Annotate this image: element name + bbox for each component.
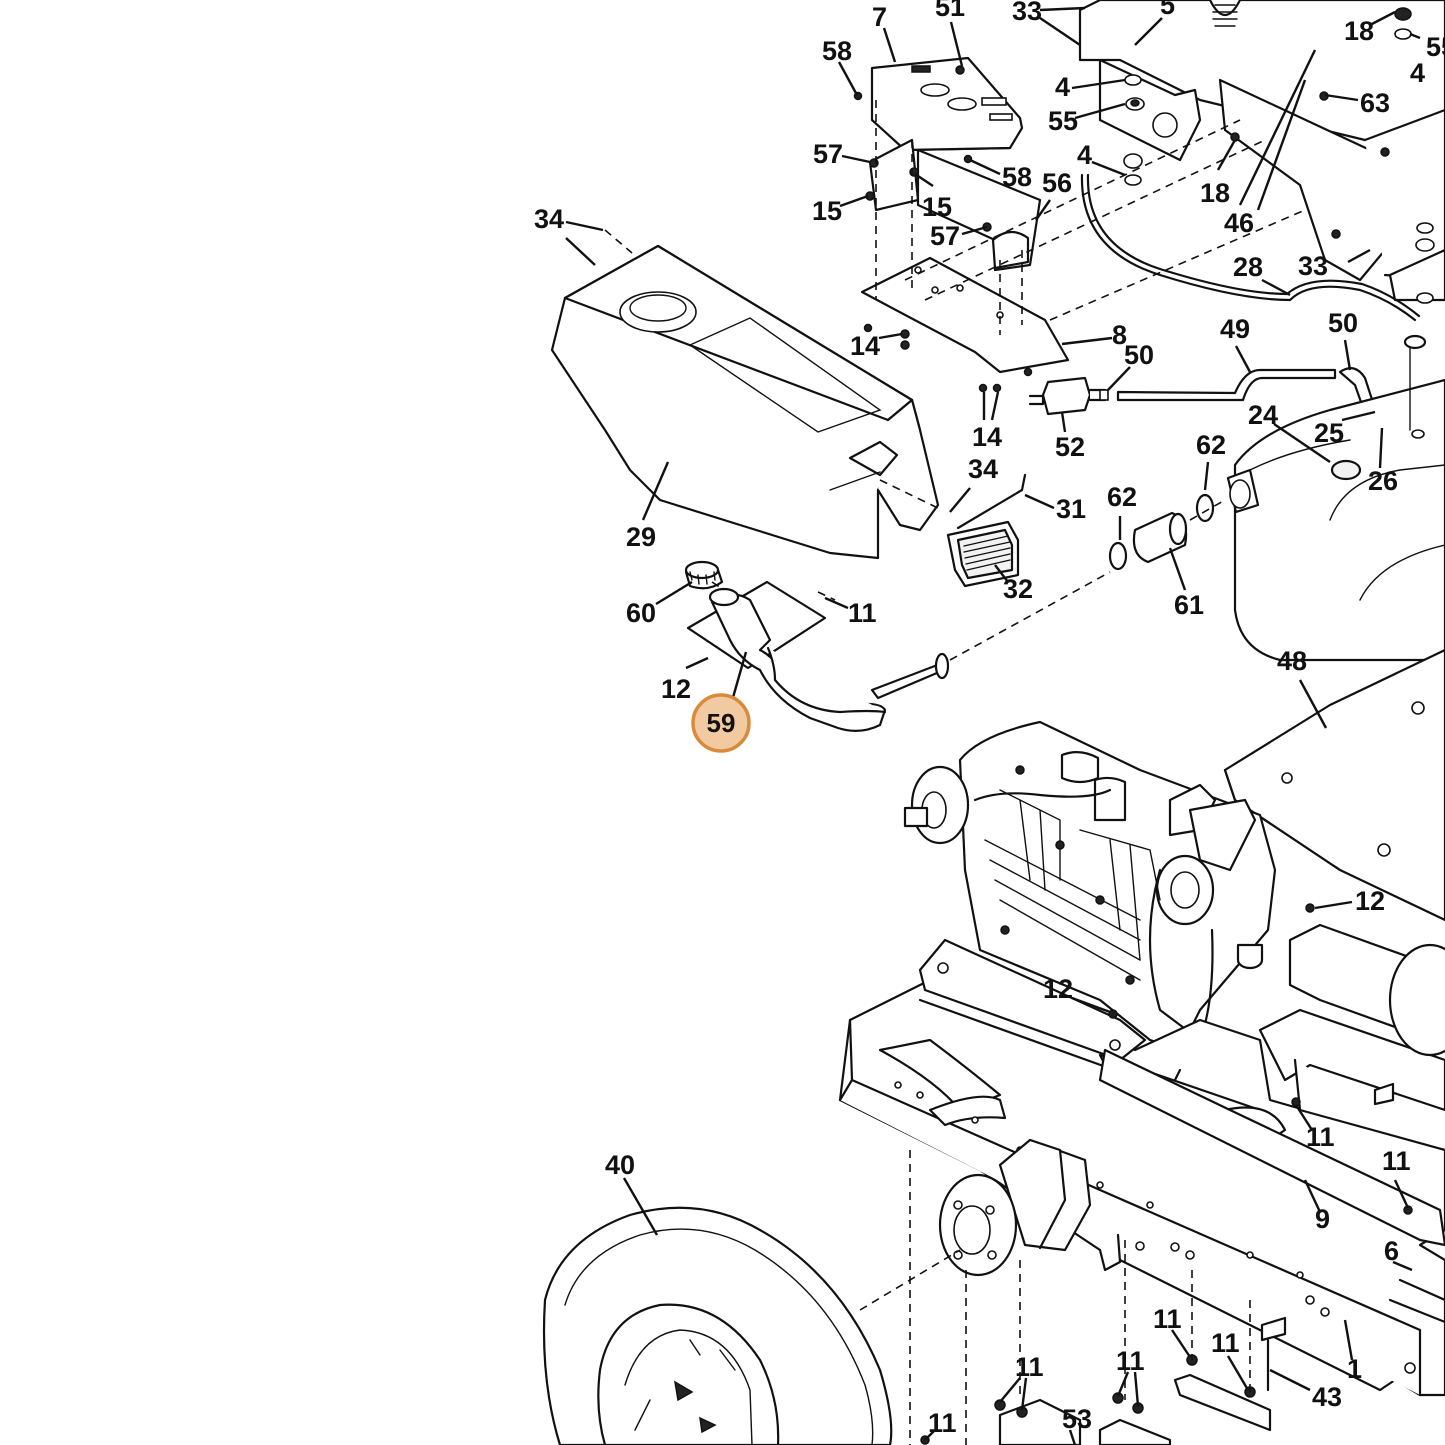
callout-49: 49 [1220, 314, 1250, 344]
callout-57: 57 [930, 221, 960, 251]
callout-labels: 7 51 33 5 18 55 4 58 4 55 63 57 58 4 18 … [534, 0, 1445, 1438]
callout-34: 34 [968, 454, 998, 484]
callout-14: 14 [972, 422, 1002, 452]
callout-8: 8 [1112, 320, 1127, 350]
callout-62: 62 [1196, 430, 1226, 460]
callout-12: 12 [1043, 974, 1073, 1004]
callout-31: 31 [1056, 494, 1086, 524]
callout-11: 11 [1211, 1328, 1240, 1358]
callout-11: 11 [848, 598, 877, 628]
callout-52: 52 [1055, 432, 1085, 462]
callout-58: 58 [1002, 162, 1032, 192]
part-61-hose [1132, 511, 1188, 564]
callout-55: 55 [1048, 106, 1078, 136]
callout-4: 4 [1410, 58, 1425, 88]
callout-6: 6 [1384, 1236, 1399, 1266]
hardware-bottom [920, 1316, 1287, 1445]
callout-9: 9 [1315, 1204, 1330, 1234]
part-engine [903, 720, 1277, 1052]
part-62-clamps [1108, 493, 1215, 571]
callout-15: 15 [812, 196, 842, 226]
callout-12: 12 [1355, 886, 1385, 916]
part-57-bracket [868, 138, 1042, 272]
highlight-circle[interactable] [691, 693, 751, 753]
callout-33: 33 [1012, 0, 1042, 26]
callout-46: 46 [1224, 208, 1254, 238]
part-31-rod [956, 473, 1027, 530]
callout-60: 60 [626, 598, 656, 628]
callout-29: 29 [626, 522, 656, 552]
part-32-grille [946, 520, 1020, 588]
callout-11: 11 [1382, 1146, 1411, 1176]
callout-26: 26 [1368, 466, 1398, 496]
callout-40: 40 [605, 1150, 635, 1180]
callout-11: 11 [1153, 1304, 1182, 1334]
assembly-lines-bottom [859, 1150, 1251, 1445]
callout-63: 63 [1360, 88, 1390, 118]
callout-62: 62 [1107, 482, 1137, 512]
callout-59-highlighted[interactable]: 59 [691, 693, 751, 753]
part-wheel-motor [938, 1138, 1092, 1277]
callout-11: 11 [928, 1408, 957, 1438]
callout-11: 11 [1116, 1346, 1145, 1376]
callout-50: 50 [1124, 340, 1154, 370]
callout-18: 18 [1344, 16, 1374, 46]
callout-18: 18 [1200, 178, 1230, 208]
callout-1: 1 [1347, 1354, 1362, 1384]
leader-lines [565, 6, 1421, 1445]
callout-61: 61 [1174, 590, 1204, 620]
part-48-plate [1223, 648, 1445, 922]
part-8-mount-plate [860, 256, 1070, 374]
callout-7: 7 [872, 2, 887, 32]
callout-34: 34 [534, 204, 564, 234]
part-52-fuel-filter [1028, 376, 1107, 416]
assembly-lines-middle [711, 479, 1226, 661]
callout-25: 25 [1314, 418, 1344, 448]
callout-33: 33 [1298, 251, 1328, 281]
callout-11: 11 [1306, 1122, 1335, 1152]
callout-4: 4 [1077, 140, 1092, 170]
callout-55: 55 [1426, 32, 1445, 62]
part-40-wheel [542, 1206, 893, 1445]
part-9-mount-rail [918, 903, 1445, 1247]
callout-24: 24 [1248, 400, 1278, 430]
part-49-fuel-line [1116, 368, 1337, 402]
callout-14: 14 [850, 331, 880, 361]
callout-15: 15 [922, 192, 952, 222]
part-59-filler-neck [686, 580, 950, 732]
part-28-fuel-line [1080, 173, 1421, 322]
part-29-console [550, 244, 940, 560]
callout-28: 28 [1233, 252, 1263, 282]
callout-51: 51 [935, 0, 965, 22]
assembly-lines-top [604, 100, 1306, 335]
callout-57: 57 [813, 139, 843, 169]
part-fuel-tank [1226, 334, 1445, 662]
part-7-control-panel [870, 56, 1024, 152]
callout-56: 56 [1042, 168, 1072, 198]
callout-43: 43 [1312, 1382, 1342, 1412]
callout-11: 11 [1015, 1352, 1044, 1382]
callout-58: 58 [822, 36, 852, 66]
callout-12: 12 [661, 674, 691, 704]
callout-48: 48 [1277, 646, 1307, 676]
callout-5: 5 [1160, 0, 1175, 20]
callout-53: 53 [1062, 1404, 1092, 1434]
callout-59[interactable]: 59 [707, 708, 736, 738]
callout-4: 4 [1055, 72, 1070, 102]
callout-50: 50 [1328, 308, 1358, 338]
callout-32: 32 [1003, 574, 1033, 604]
